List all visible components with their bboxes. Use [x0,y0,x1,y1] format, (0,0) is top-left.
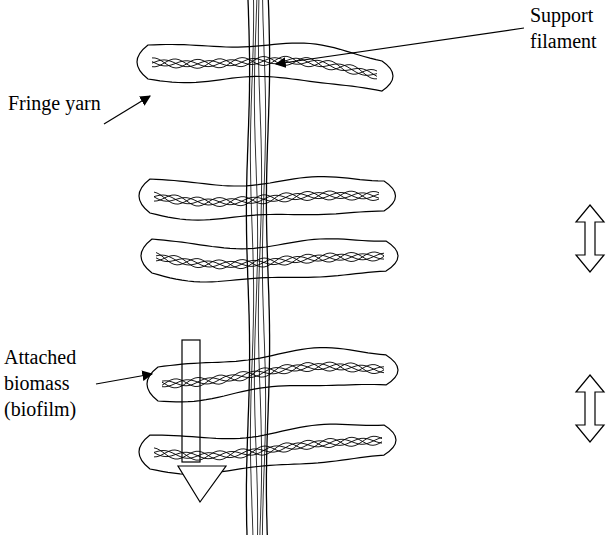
filament-strand [262,0,265,535]
double-arrow [576,205,604,272]
sample-window [182,340,200,462]
yarn-strand [154,437,382,460]
leader-line [96,374,152,384]
filament-strand [254,0,257,535]
yarn-strand [154,436,382,460]
part-label: Attached biomass (biofilm) [4,344,94,422]
biofilm-outline [141,239,398,282]
yarn-strand [156,252,384,269]
leader-line [276,28,524,64]
yarn-strand [154,438,382,458]
yarn-strand [162,364,384,387]
filament-strand [266,0,269,535]
support-filament [246,0,269,535]
filament-strand [258,0,261,535]
biofilm-outline [147,348,398,402]
double-arrow [576,375,604,442]
yarn-strand [162,362,384,388]
filament-strand [246,0,249,535]
leader-line [104,96,150,124]
yarn-strand [156,253,384,269]
hollow-arrow [178,466,226,502]
filament-strand [250,0,253,535]
part-label: Fringe yarn [8,90,128,116]
yarn-strand [162,364,384,386]
biofilm-outline [139,177,396,221]
yarn-strand [154,438,382,459]
yarn-strand [162,363,384,387]
part-label: Support filament [530,2,608,54]
